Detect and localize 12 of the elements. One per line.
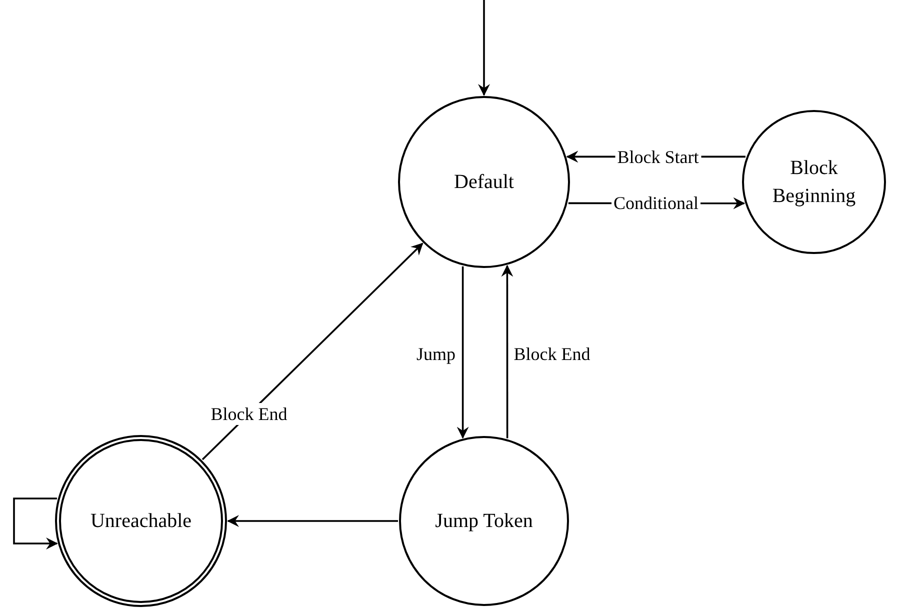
state-label: Block Beginning bbox=[771, 156, 857, 209]
arrow bbox=[227, 515, 398, 527]
arrow bbox=[478, 0, 490, 96]
edge-label: Block End bbox=[208, 403, 290, 425]
state-label: Unreachable bbox=[90, 509, 192, 534]
arrow bbox=[501, 264, 514, 438]
state-label: Jump Token bbox=[435, 509, 533, 534]
arrow bbox=[202, 242, 424, 460]
state-label: Default bbox=[454, 170, 514, 195]
edge-label: Jump bbox=[416, 343, 456, 365]
edge-label: Block End bbox=[512, 343, 592, 365]
arrow bbox=[456, 266, 469, 439]
